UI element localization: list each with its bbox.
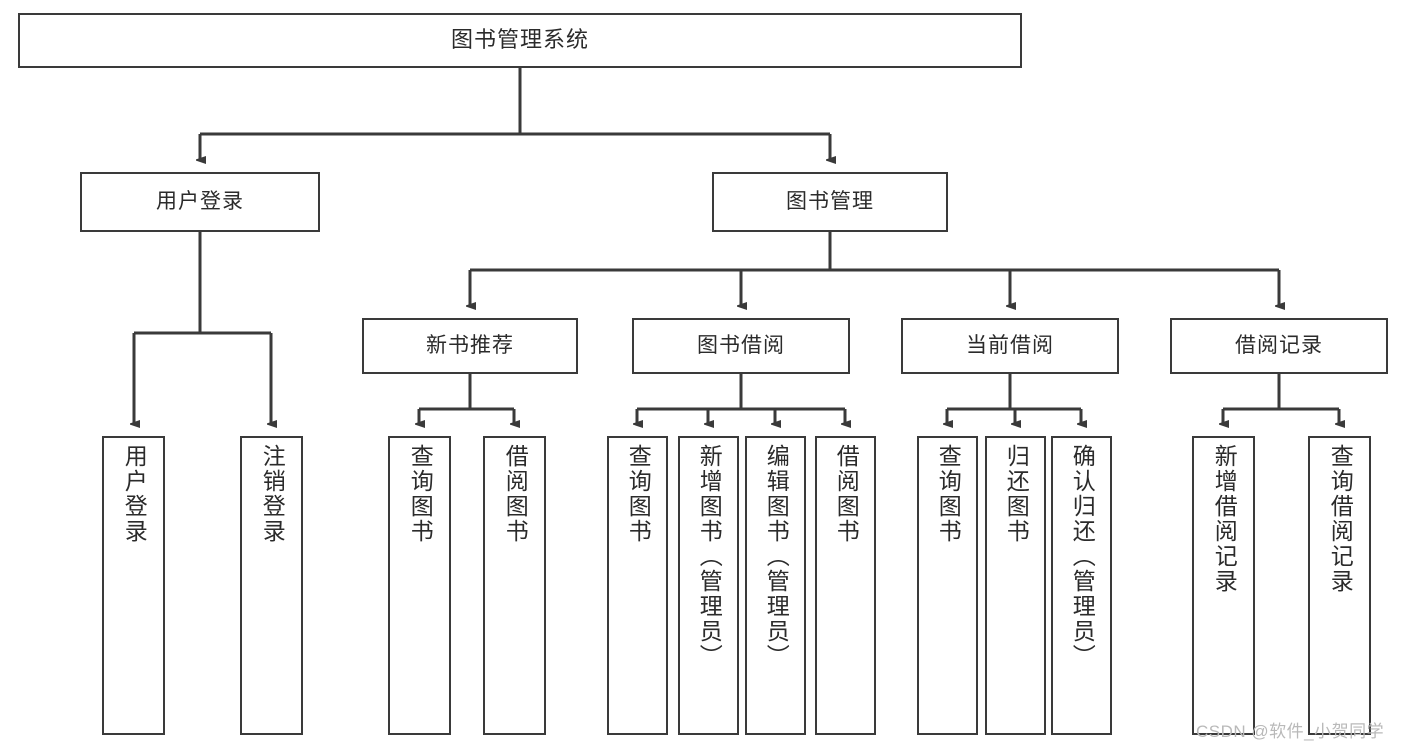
node-leaf-query-book-2-label: 查询图书 <box>625 444 652 544</box>
node-leaf-confirm-return-label: 确认归还（管理员） <box>1069 444 1096 669</box>
csdn-watermark: CSDN @软件_小贺同学 <box>1196 722 1385 741</box>
node-user-login-label: 用户登录 <box>156 190 244 214</box>
node-borrow-record[interactable]: 借阅记录 <box>1170 318 1388 374</box>
node-borrow-record-label: 借阅记录 <box>1235 334 1323 358</box>
node-leaf-confirm-return[interactable]: 确认归还（管理员） <box>1051 436 1112 735</box>
node-leaf-edit-book[interactable]: 编辑图书（管理员） <box>745 436 806 735</box>
node-new-book-recommend[interactable]: 新书推荐 <box>362 318 578 374</box>
node-leaf-user-login[interactable]: 用户登录 <box>102 436 165 735</box>
node-leaf-query-record-label: 查询借阅记录 <box>1327 444 1354 594</box>
node-book-borrow[interactable]: 图书借阅 <box>632 318 850 374</box>
node-leaf-borrow-book-1-label: 借阅图书 <box>502 444 529 544</box>
node-current-borrow-label: 当前借阅 <box>966 334 1054 358</box>
node-current-borrow[interactable]: 当前借阅 <box>901 318 1119 374</box>
node-leaf-add-book[interactable]: 新增图书（管理员） <box>678 436 739 735</box>
node-book-borrow-label: 图书借阅 <box>697 334 785 358</box>
node-leaf-borrow-book-2-label: 借阅图书 <box>833 444 860 544</box>
node-leaf-borrow-book-1[interactable]: 借阅图书 <box>483 436 546 735</box>
node-leaf-edit-book-label: 编辑图书（管理员） <box>763 444 790 669</box>
node-leaf-query-book-3[interactable]: 查询图书 <box>917 436 978 735</box>
node-leaf-query-book-2[interactable]: 查询图书 <box>607 436 668 735</box>
node-book-manage-label: 图书管理 <box>786 190 874 214</box>
node-leaf-add-record[interactable]: 新增借阅记录 <box>1192 436 1255 735</box>
node-leaf-query-book-3-label: 查询图书 <box>935 444 962 544</box>
node-new-book-recommend-label: 新书推荐 <box>426 334 514 358</box>
node-leaf-query-book-1[interactable]: 查询图书 <box>388 436 451 735</box>
node-leaf-add-book-label: 新增图书（管理员） <box>696 444 723 669</box>
node-book-manage[interactable]: 图书管理 <box>712 172 948 232</box>
node-leaf-return-book[interactable]: 归还图书 <box>985 436 1046 735</box>
node-leaf-logout-login-label: 注销登录 <box>259 444 286 544</box>
node-leaf-logout-login[interactable]: 注销登录 <box>240 436 303 735</box>
node-root-label: 图书管理系统 <box>450 27 589 53</box>
node-root[interactable]: 图书管理系统 <box>18 13 1022 68</box>
node-leaf-query-record[interactable]: 查询借阅记录 <box>1308 436 1371 735</box>
node-leaf-query-book-1-label: 查询图书 <box>407 444 434 544</box>
node-leaf-borrow-book-2[interactable]: 借阅图书 <box>815 436 876 735</box>
node-user-login[interactable]: 用户登录 <box>80 172 320 232</box>
node-leaf-return-book-label: 归还图书 <box>1003 444 1030 544</box>
node-leaf-add-record-label: 新增借阅记录 <box>1211 444 1238 594</box>
node-leaf-user-login-label: 用户登录 <box>121 444 148 544</box>
